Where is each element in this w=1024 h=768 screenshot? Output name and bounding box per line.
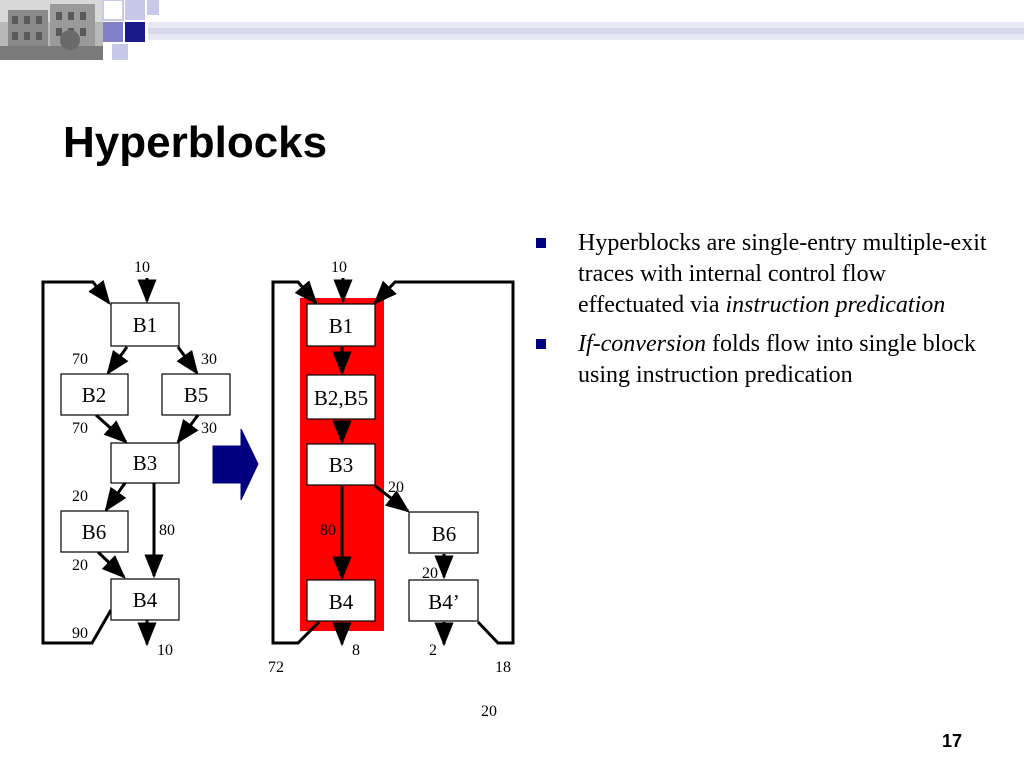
bullet-text: Hyperblocks are single-entry multiple-ex… <box>578 230 987 318</box>
edge-label: 80 <box>159 522 175 539</box>
bullet-item: Hyperblocks are single-entry multiple-ex… <box>533 228 993 321</box>
edge-label: 80 <box>320 522 336 539</box>
left-block-b4 <box>110 578 180 621</box>
loop-edge-left <box>271 280 321 645</box>
edge-label: 10 <box>134 259 150 276</box>
block-label: B5 <box>184 383 209 407</box>
edge-label: 10 <box>331 259 347 276</box>
right-cfg <box>271 278 515 647</box>
bullet-text-italic: If-conversion <box>578 331 706 357</box>
bullet-item: If-conversion folds flow into single blo… <box>533 329 993 391</box>
bullet-text: folds flow into single block using instr… <box>578 331 976 388</box>
header-decoration <box>102 0 1024 60</box>
right-block-b4prime <box>408 579 479 622</box>
bullet-text-italic: instruction predication <box>725 292 946 318</box>
edge-label: 8 <box>352 642 360 659</box>
page-number: 17 <box>941 731 962 751</box>
bullet-list: Hyperblocks are single-entry multiple-ex… <box>533 228 993 399</box>
edge-label: 20 <box>388 479 404 496</box>
block-label: B4 <box>133 588 158 612</box>
left-block-b5 <box>161 373 231 416</box>
left-block-b1 <box>110 302 180 347</box>
edge-label: 2 <box>429 642 437 659</box>
right-block-b1 <box>306 303 376 347</box>
edge-label: 30 <box>201 420 217 437</box>
block-label: B2 <box>82 383 107 407</box>
edge-label: 90 <box>72 625 88 642</box>
edge-label: 20 <box>72 557 88 574</box>
block-label: B3 <box>133 451 158 475</box>
loop-edge <box>41 280 113 645</box>
block-label: B2,B5 <box>314 386 368 410</box>
left-block-b6 <box>60 510 129 553</box>
block-label: B6 <box>432 522 457 546</box>
right-block-b3 <box>306 443 376 486</box>
edge-label: 20 <box>72 488 88 505</box>
edge-label: 70 <box>72 351 88 368</box>
edge-label: 72 <box>268 659 284 676</box>
edge-label: 30 <box>201 351 217 368</box>
left-block-b2 <box>60 373 129 416</box>
left-block-b3 <box>110 442 180 484</box>
right-block-b2b5 <box>306 374 376 420</box>
loop-edge-right <box>373 280 515 645</box>
block-label: B1 <box>133 313 158 337</box>
block-label: B4 <box>329 590 354 614</box>
edge-label: 20 <box>481 703 497 720</box>
slide-title: Hyperblocks <box>63 118 328 167</box>
bullet-square-icon <box>536 339 546 349</box>
edge-label: 70 <box>72 420 88 437</box>
transform-arrow-icon <box>212 428 259 501</box>
block-label: B6 <box>82 520 107 544</box>
left-cfg <box>41 278 200 647</box>
edge-label: 20 <box>422 565 438 582</box>
block-label: B3 <box>329 453 354 477</box>
right-block-b6 <box>408 511 479 554</box>
bullet-square-icon <box>536 238 546 248</box>
edge-label: 10 <box>157 642 173 659</box>
block-label: B1 <box>329 314 354 338</box>
right-block-b4 <box>306 579 376 622</box>
block-label: B4’ <box>428 590 460 614</box>
edge-label: 18 <box>495 659 511 676</box>
header-photo <box>0 0 103 60</box>
